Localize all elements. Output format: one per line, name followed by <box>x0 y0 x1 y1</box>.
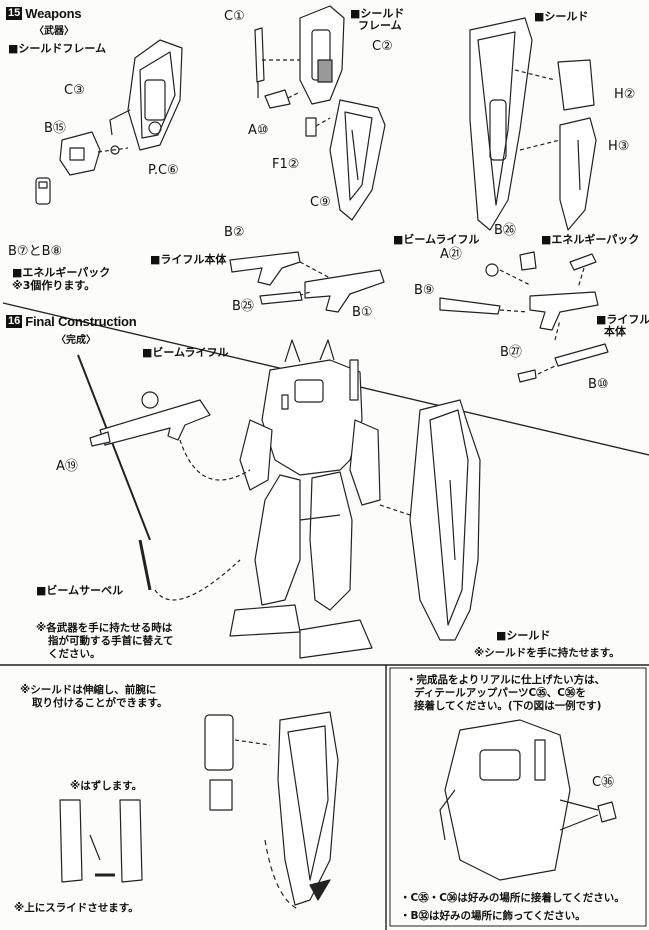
step-15-subtitle: 〈武器〉 <box>34 26 74 37</box>
label-rifle-body-right-2: 本体 <box>604 325 626 338</box>
detail-up-drawing <box>439 719 617 881</box>
step-16-title: Final Construction <box>25 314 137 329</box>
part-b2: B② <box>224 225 245 240</box>
note-detail-up: ・完成品をよりリアルに仕上げたい方は、 ディテールアップパーツC㉟、C㊱を 接着… <box>406 674 606 712</box>
label-energy-pack: ■エネルギーパック <box>12 266 111 279</box>
robot-final-drawing <box>229 339 381 659</box>
label-energy-pack-right: ■エネルギーパック <box>541 233 640 246</box>
step-15-header: 15 Weapons <box>6 6 82 21</box>
note-shield-extend: ※シールドは伸縮し、前腕に 取り付けることができます。 <box>20 684 168 709</box>
shield-frame-drawing <box>109 39 183 151</box>
note-hand-swap: ※各武器を手に持たせる時は 指が可動する手首に替えて ください。 <box>36 622 174 660</box>
step-15-number: 15 <box>6 7 23 20</box>
rifle-body-drawing <box>229 251 385 313</box>
label-shield-right: ■シールド <box>534 10 589 23</box>
note-slide-up: ※上にスライドさせます。 <box>14 902 139 914</box>
label-rifle-body-right-1: ■ライフル <box>596 313 649 326</box>
label-shield-frame: ■シールドフレーム <box>8 42 107 55</box>
part-c3: C③ <box>64 83 85 98</box>
label-rifle-body: ■ライフル本体 <box>150 253 227 266</box>
note-decorate-b32: ・B㉜は好みの場所に飾ってください。 <box>400 910 586 922</box>
shield-extend-drawing <box>59 711 339 911</box>
part-b25: B㉕ <box>232 299 254 314</box>
beam-rifle-drawing <box>439 251 609 383</box>
part-pc6: P.C⑥ <box>148 163 179 178</box>
energy-pack-parts <box>35 177 51 205</box>
label-shield-final: ■シールド <box>496 629 551 642</box>
step-16-header: 16 Final Construction <box>6 314 137 329</box>
step-16-number: 16 <box>6 315 23 328</box>
part-b10: B⑩ <box>588 377 609 392</box>
label-beam-rifle: ■ビームライフル <box>393 233 480 246</box>
part-b1: B① <box>352 305 373 320</box>
note-remove: ※はずします。 <box>70 780 143 792</box>
beam-rifle-final-drawing <box>77 354 251 601</box>
shield-c9-drawing <box>329 99 386 221</box>
label-energy-pack-note: ※3個作ります。 <box>12 279 96 292</box>
part-h2: H② <box>614 87 636 102</box>
part-b7-b8: B⑦とB⑧ <box>8 244 63 259</box>
part-a19: A⑲ <box>56 459 78 474</box>
part-c9: C⑨ <box>310 195 331 210</box>
part-b27: B㉗ <box>500 345 522 360</box>
part-c1: C① <box>224 9 245 24</box>
part-c36: C㊱ <box>592 775 615 790</box>
step-15-title: Weapons <box>25 6 82 21</box>
detail-box <box>389 667 647 927</box>
label-beam-saber: ■ビームサーベル <box>36 584 124 597</box>
note-glue-c35-c36: ・C㉟・C㊱は好みの場所に接着してください。 <box>400 892 625 904</box>
label-beam-rifle-final: ■ビームライフル <box>142 346 229 359</box>
part-b15: B⑮ <box>44 121 66 136</box>
part-b9: B⑨ <box>414 283 435 298</box>
part-a10: A⑩ <box>248 123 269 138</box>
label-shield-frame-top-2: フレーム <box>358 19 402 32</box>
note-shield-hand: ※シールドを手に持たせます。 <box>474 647 620 659</box>
shield-frame-top-drawing <box>254 5 345 137</box>
small-parts-b15 <box>59 131 129 176</box>
part-f12: F1② <box>272 157 300 172</box>
step-16-subtitle: 〈完成〉 <box>56 335 96 346</box>
label-shield-frame-top-1: ■シールド <box>350 7 405 20</box>
part-c2: C② <box>372 39 393 54</box>
part-h3: H③ <box>608 139 630 154</box>
part-a21: A㉑ <box>440 247 462 262</box>
shield-final-drawing <box>409 399 481 641</box>
part-b26: B㉖ <box>494 223 516 238</box>
shield-drawing-right <box>469 17 597 231</box>
